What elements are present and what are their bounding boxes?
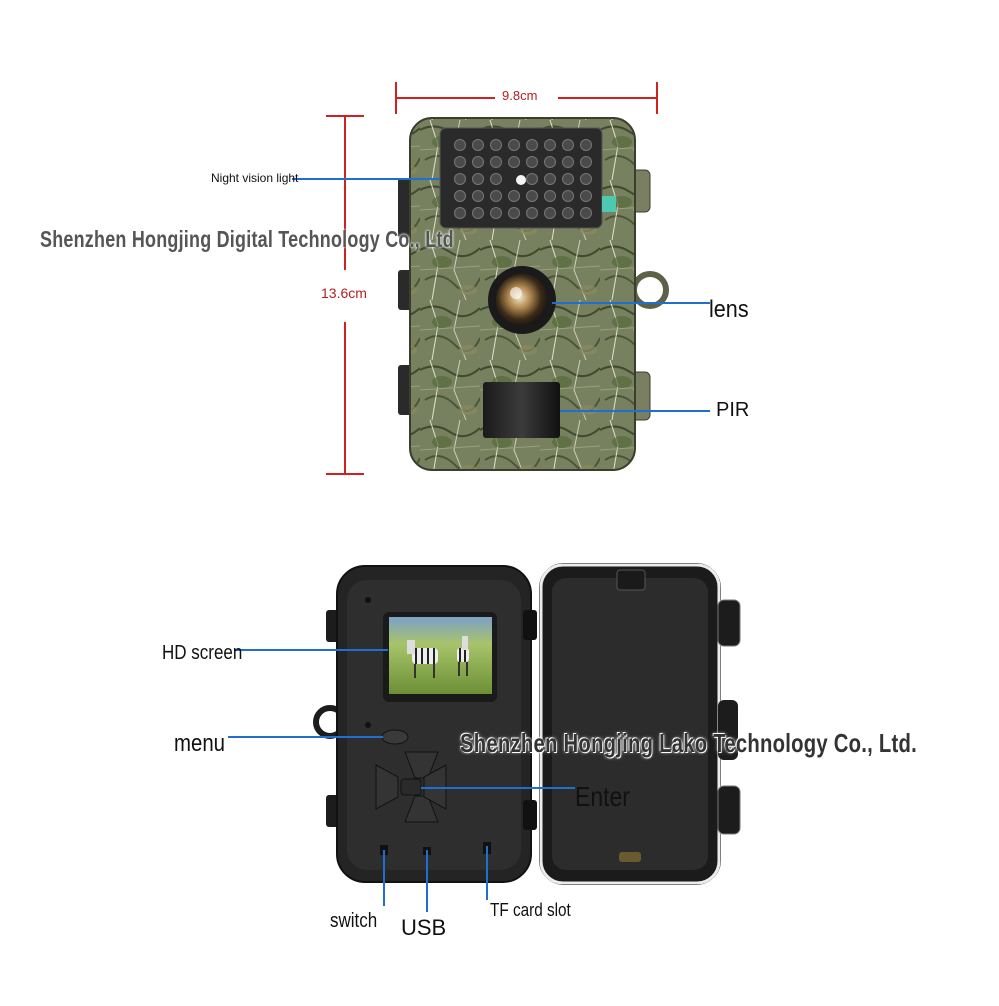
ir-led [562,173,574,185]
dimension-width [395,82,658,114]
ir-led [580,190,592,202]
ir-led [472,190,484,202]
ir-led [490,173,502,185]
ir-led [544,207,556,219]
light-sensor [516,175,526,185]
ir-led [508,190,520,202]
menu-label: menu [174,730,226,757]
ir-led [544,173,556,185]
camera-open-back [313,563,741,885]
ir-led [562,139,574,151]
ir-led [508,139,520,151]
enter-button[interactable] [400,778,422,796]
ir-led [580,156,592,168]
ir-led [526,207,538,219]
enter-label: Enter [575,781,630,812]
height-dimension-label: 13.6cm [321,285,367,301]
ir-led [472,139,484,151]
hd-screen-display [389,617,492,694]
night-vision-label: Night vision light [211,171,299,185]
dimension-height [326,115,364,475]
ir-led [490,139,502,151]
indicator-led [602,196,616,212]
usb-label: USB [401,915,447,940]
hd-screen-label: HD screen [162,642,243,664]
lens-highlight [510,287,522,299]
ir-led [544,139,556,151]
watermark-top: Shenzhen Hongjing Digital Technology Co.… [40,226,454,252]
ir-led [580,173,592,185]
ir-led-array [454,139,592,219]
hinge-mid-1 [523,610,537,640]
zebra-image [407,636,469,678]
menu-button[interactable] [381,729,409,745]
hinge-mid-2 [523,800,537,830]
ir-led [490,190,502,202]
lid-knob-bottom [717,785,741,835]
ir-led [562,207,574,219]
ir-led [562,190,574,202]
ir-led [526,139,538,151]
ir-led [526,190,538,202]
ir-led [580,207,592,219]
ir-led [490,207,502,219]
camera-front [398,117,669,471]
ir-led [508,207,520,219]
screw-dot-2 [365,722,371,728]
ir-led [562,156,574,168]
lens-glass [496,274,548,326]
width-dimension-label: 9.8cm [502,88,538,103]
ir-led [454,207,466,219]
ir-led [580,139,592,151]
ir-led [526,156,538,168]
strap-loop [631,271,669,309]
ir-led [472,173,484,185]
ir-led [472,207,484,219]
pir-sensor [483,382,560,438]
ir-led [544,190,556,202]
screw-dot-1 [365,597,371,603]
d-pad-left[interactable] [375,764,399,810]
ir-led [454,139,466,151]
side-latch-mid-left [398,270,412,310]
lid-strap-loop [718,700,738,760]
lens-label: lens [709,296,749,323]
pir-label: PIR [716,399,750,421]
ir-led [454,190,466,202]
ir-led [526,173,538,185]
side-latch-bottom-left [398,365,412,415]
ir-led [544,156,556,168]
ir-led [472,156,484,168]
lid-inner [552,578,708,870]
ir-led [454,173,466,185]
switch-label: switch [330,910,378,932]
lid-latch [616,569,646,591]
tf-card-label: TF card slot [490,900,571,920]
lid-contact [619,852,641,862]
ir-led [508,156,520,168]
lid-knob-top [717,599,741,647]
side-latch-top-left [398,178,412,238]
ir-led [454,156,466,168]
ir-led [490,156,502,168]
watermark-bottom: Shenzhen Hongjing Lako Technology Co., L… [460,728,917,758]
